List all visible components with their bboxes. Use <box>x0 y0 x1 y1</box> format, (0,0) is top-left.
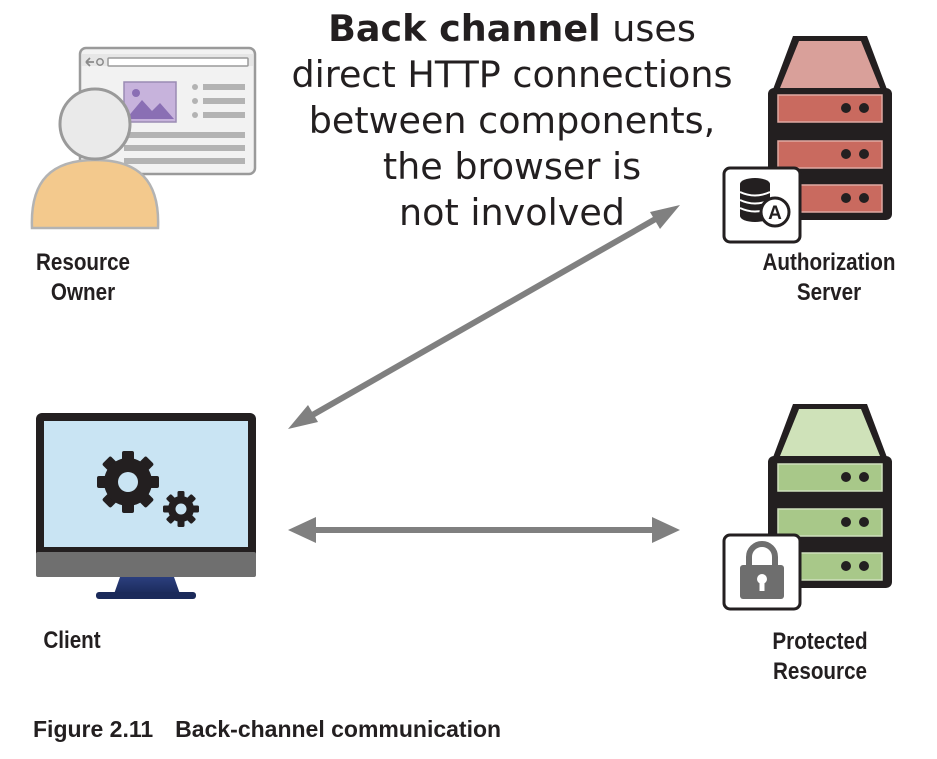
headline-line-3: between components, <box>308 99 716 142</box>
authorization-server-label-line-2: Server <box>796 279 862 306</box>
auth-badge-letter: A <box>768 203 782 224</box>
resource-owner-label: Resource Owner <box>19 248 148 308</box>
client-label-text: Client <box>43 627 101 654</box>
protected-resource-label: Protected Resource <box>756 627 885 687</box>
image-placeholder-icon <box>123 81 177 123</box>
protected-resource-server-icon <box>722 404 892 611</box>
server-drawer <box>777 140 883 169</box>
back-channel-arrow-client-resource <box>288 517 680 543</box>
token-coins-badge-icon: A <box>722 166 802 244</box>
desktop-gear-icon <box>36 413 256 599</box>
resource-owner-label-line-1: Resource <box>35 249 131 276</box>
server-drawer <box>777 508 883 537</box>
authorization-server-label: Authorization Server <box>757 248 901 308</box>
resource-owner-label-line-2: Owner <box>50 279 116 306</box>
server-drawer <box>777 94 883 123</box>
headline-line-5: not involved <box>399 191 625 234</box>
authorization-server-label-line-1: Authorization <box>762 249 896 276</box>
figure-caption-text: Back-channel communication <box>175 716 502 742</box>
user-browser-icon <box>30 46 257 230</box>
figure-number: Figure 2.11 <box>33 716 154 742</box>
figure-caption: Figure 2.11 Back-channel communication <box>33 716 501 743</box>
person-icon <box>30 87 160 230</box>
headline-annotation: Back channel uses direct HTTP connection… <box>262 6 762 236</box>
back-channel-arrow-client-authserver <box>288 205 680 429</box>
protected-resource-label-line-1: Protected <box>772 628 868 655</box>
headline-line-4: the browser is <box>382 145 642 188</box>
headline-bold: Back channel <box>328 7 601 50</box>
authorization-server-icon: A <box>722 36 892 244</box>
protected-resource-label-line-2: Resource <box>772 658 868 685</box>
headline-line-1: Back channel uses <box>262 6 762 52</box>
client-label: Client <box>29 626 115 656</box>
small-gear-icon <box>163 491 199 527</box>
gear-icon <box>97 451 159 513</box>
headline-line-1-rest: uses <box>600 7 696 50</box>
headline-line-2: direct HTTP connections <box>291 53 733 96</box>
server-drawer <box>777 463 883 492</box>
lock-badge-icon <box>722 533 802 611</box>
